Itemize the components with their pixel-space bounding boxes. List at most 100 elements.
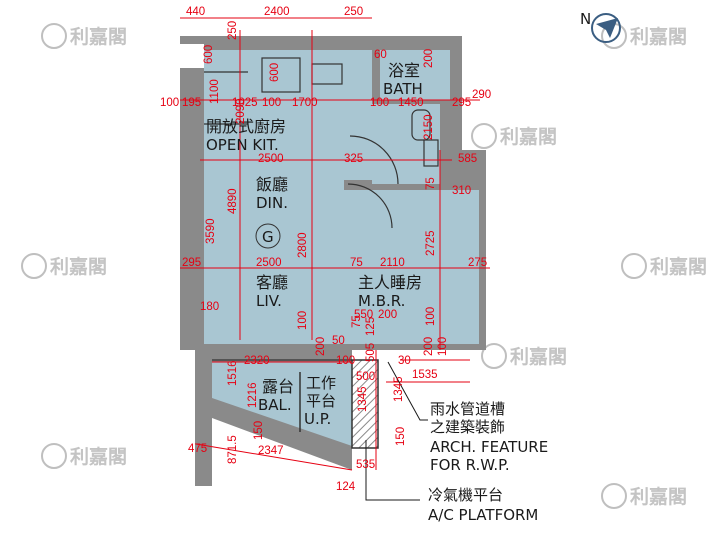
watermark-logo-4: 利嘉閣	[21, 253, 107, 279]
dim-label: 50	[332, 335, 345, 347]
balcony-label-zh: 露台	[262, 377, 294, 396]
svg-text:利嘉閣: 利嘉閣	[50, 256, 107, 278]
dim-label: 2347	[258, 445, 284, 457]
dim-label: 1025	[232, 97, 258, 109]
dim-label: 500	[356, 371, 375, 383]
toilet	[411, 109, 431, 141]
dim-label: 100	[370, 97, 389, 109]
utility-label-zh-2: 平台	[306, 392, 336, 410]
dim-label: 100	[437, 337, 449, 356]
dim-label: 475	[188, 443, 207, 455]
dim-label: 2800	[297, 232, 309, 258]
dim-label: 3590	[205, 218, 217, 244]
dim-label: 200	[423, 337, 435, 356]
bath-label-zh: 浴室	[388, 61, 420, 80]
svg-text:利嘉閣: 利嘉閣	[630, 26, 687, 48]
watermark-logo-3: 利嘉閣	[601, 23, 687, 49]
unit-marker-label: G	[262, 228, 274, 246]
compass-icon: N	[580, 10, 621, 43]
dim-label: 2150	[423, 114, 435, 140]
watermark-logo-8: 利嘉閣	[41, 443, 127, 469]
dim-label: 585	[458, 153, 477, 165]
compass-label: N	[580, 10, 591, 28]
utility-label-zh-1: 工作	[306, 374, 336, 392]
arch-feature-zh-2: 之建築裝飾	[430, 418, 505, 436]
basin	[423, 139, 439, 167]
dim-label: 2500	[256, 257, 282, 269]
dim-label: 250	[344, 6, 363, 18]
dim-label: 125	[365, 317, 377, 336]
dim-label: 75	[351, 315, 363, 328]
dim-label: 440	[186, 6, 205, 18]
dimension-lines	[180, 17, 490, 471]
ac-platform-en: A/C PLATFORM	[428, 506, 538, 524]
rwp-feature-hatch	[351, 359, 379, 449]
room-fills	[204, 50, 479, 446]
dim-label: 100	[336, 355, 355, 367]
dim-label: 100	[160, 97, 179, 109]
svg-text:利嘉閣: 利嘉閣	[500, 126, 557, 148]
mbr-label-en: M.B.R.	[358, 292, 405, 310]
dim-label: 100	[262, 97, 281, 109]
dim-label: 2400	[264, 6, 290, 18]
balcony-label-en: BAL.	[258, 396, 292, 414]
dim-label: 2500	[258, 153, 284, 165]
dim-label: 30	[398, 355, 411, 367]
svg-text:利嘉閣: 利嘉閣	[630, 486, 687, 508]
living-dining-area	[204, 180, 344, 344]
arch-feature-en-1: ARCH. FEATURE	[430, 438, 548, 456]
ac-platform-zh: 冷氣機平台	[428, 486, 503, 504]
dim-label: 100	[425, 307, 437, 326]
bathroom-area	[380, 50, 450, 100]
watermark-logo-2: 利嘉閣	[471, 123, 557, 149]
dim-label: 325	[344, 153, 363, 165]
dim-label: 2320	[244, 355, 270, 367]
dim-label: 505	[365, 343, 377, 362]
mbr-label-zh: 主人睡房	[358, 273, 422, 292]
dim-label: 1216	[247, 382, 259, 408]
dim-label: 124	[336, 481, 356, 493]
dim-label: 310	[452, 185, 471, 197]
dining-label-zh: 飯廳	[256, 175, 288, 194]
balcony-area	[212, 362, 352, 446]
dim-label: 180	[200, 301, 219, 313]
kitchen-label-zh: 開放式廚房	[206, 117, 286, 136]
arch-feature-en-2: FOR R.W.P.	[430, 456, 510, 474]
dim-label: 75	[425, 177, 437, 190]
annotations: 雨水管道槽 之建築裝飾 ARCH. FEATURE FOR R.W.P. 冷氣機…	[428, 400, 548, 524]
dim-label: 2110	[380, 257, 405, 269]
dim-label: 150	[395, 427, 407, 446]
svg-text:利嘉閣: 利嘉閣	[70, 26, 127, 48]
arch-feature-zh-1: 雨水管道槽	[430, 400, 505, 418]
dim-label: 550	[354, 309, 373, 321]
bathroom-lower	[372, 104, 440, 184]
utility-label-en: U.P.	[304, 410, 331, 428]
dim-label: 60	[374, 49, 387, 61]
door-swing-bath	[349, 135, 399, 185]
dim-label: 1535	[412, 369, 438, 381]
dim-label: 100	[297, 311, 309, 330]
dim-label: 290	[472, 89, 491, 101]
door-swing-mbr	[347, 183, 393, 229]
dim-label: 295	[182, 257, 201, 269]
dim-label: 200	[378, 309, 397, 321]
dimension-labels: 440 2400 250 250 600 600 60 200 1100 209…	[160, 6, 491, 493]
dim-label: 2725	[425, 230, 437, 256]
dim-label: 275	[468, 257, 487, 269]
bath-label-en: BATH	[383, 80, 423, 98]
dim-label: 1345	[393, 376, 405, 402]
dim-label: 200	[315, 337, 327, 356]
living-label-zh: 客廳	[256, 273, 288, 292]
unit-marker	[255, 223, 281, 249]
svg-text:利嘉閣: 利嘉閣	[510, 346, 567, 368]
dim-label: 200	[423, 49, 435, 68]
dim-label: 2090	[235, 98, 247, 124]
dim-label: 4890	[227, 188, 239, 214]
kitchen-label-en: OPEN KIT.	[206, 136, 279, 154]
kitchen-counter	[261, 57, 301, 93]
watermark-logo-7: 利嘉閣	[481, 343, 567, 369]
dim-label: 150	[253, 421, 265, 440]
dim-label: 1516	[227, 360, 239, 386]
dim-label: 871.5	[227, 435, 239, 464]
dim-label: 250	[227, 21, 239, 40]
